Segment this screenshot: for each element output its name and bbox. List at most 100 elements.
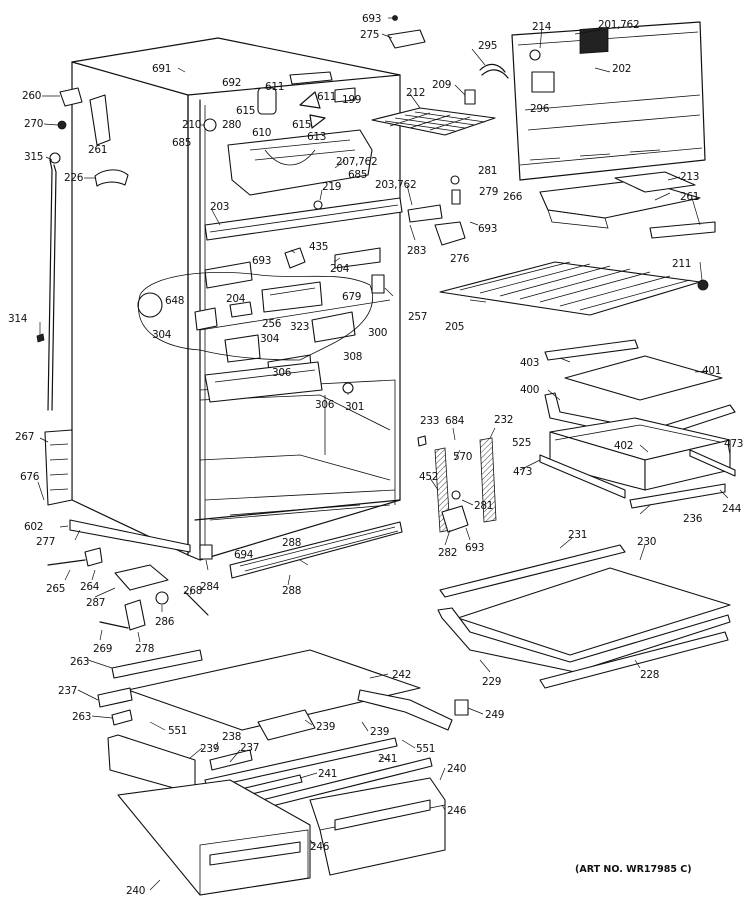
callout-label: 301	[345, 401, 364, 413]
art-number: (ART NO. WR17985 C)	[575, 864, 692, 875]
callout-label: 260	[22, 90, 41, 102]
callout-label: 283	[407, 245, 426, 257]
callout-label: 239	[316, 721, 335, 733]
shelves-right	[417, 171, 736, 689]
callout-label: 611	[265, 81, 284, 93]
callout-label: 204	[330, 263, 350, 275]
callout-label: 275	[360, 29, 379, 41]
callout-label: 648	[165, 295, 184, 307]
callout-label: 213	[680, 171, 699, 183]
callout-label: 239	[200, 743, 219, 755]
callout-label: 304	[152, 329, 172, 341]
callout-label: 473	[724, 438, 743, 450]
callout-label: 685	[348, 169, 367, 181]
callout-label: 205	[445, 321, 464, 333]
callout-label: 269	[93, 643, 112, 655]
callout-label: 203	[210, 201, 229, 213]
callout-label: 228	[640, 669, 659, 681]
callout-label: 231	[568, 529, 587, 541]
callout-label: 287	[86, 597, 105, 609]
callout-label: 270	[24, 118, 43, 130]
callout-label: 239	[370, 726, 389, 738]
callout-label: 226	[64, 172, 84, 184]
callout-label: 229	[482, 676, 501, 688]
callout-label: 306	[315, 399, 335, 411]
callout-label: 288	[282, 537, 301, 549]
callout-label: 264	[80, 581, 100, 593]
callout-label: 551	[416, 743, 435, 755]
callout-label: 402	[614, 440, 633, 452]
leader-lines	[37, 17, 731, 891]
callout-label: 256	[262, 318, 282, 330]
callout-label: 306	[272, 367, 292, 379]
callout-label: 679	[342, 291, 361, 303]
callout-label: 693	[478, 223, 497, 235]
callout-label: 263	[72, 711, 91, 723]
callout-label: 693	[465, 542, 484, 554]
callout-label: 204	[226, 293, 246, 305]
callout-label: 693	[362, 13, 381, 25]
callout-label: 282	[438, 547, 457, 559]
callout-label: 611	[317, 91, 336, 103]
callout-label: 323	[290, 321, 309, 333]
callout-label: 615	[236, 105, 255, 117]
callout-label: 281	[478, 165, 497, 177]
callout-label: 400	[520, 384, 539, 396]
callout-label: 295	[478, 40, 497, 52]
control-components	[137, 247, 385, 403]
callout-label: 286	[155, 616, 175, 628]
callout-label: 203,762	[375, 179, 416, 191]
callout-label: 435	[309, 241, 328, 253]
callout-label: 281	[474, 500, 493, 512]
callout-label: 257	[408, 311, 427, 323]
callout-label: 315	[24, 151, 43, 163]
callout-label: 236	[683, 513, 703, 525]
callout-label: 202	[612, 63, 631, 75]
callout-labels: 693 275 214 201,762 691 692 611 295 202 …	[8, 13, 743, 897]
callout-label: 240	[447, 763, 466, 775]
callout-label: 610	[252, 127, 271, 139]
callout-label: 452	[419, 471, 438, 483]
callout-label: 694	[234, 549, 254, 561]
callout-label: 277	[36, 536, 55, 548]
callout-label: 261	[680, 191, 699, 203]
callout-label: 403	[520, 357, 539, 369]
callout-label: 242	[392, 669, 411, 681]
callout-label: 201,762	[598, 19, 639, 31]
callout-label: 237	[58, 685, 77, 697]
door-panel	[511, 21, 706, 181]
callout-label: 276	[450, 253, 470, 265]
callout-label: 278	[135, 643, 154, 655]
callout-label: 249	[485, 709, 504, 721]
callout-label: 401	[702, 365, 721, 377]
callout-label: 473	[513, 466, 532, 478]
callout-label: 238	[222, 731, 241, 743]
callout-label: 267	[15, 431, 34, 443]
callout-label: 261	[88, 144, 107, 156]
callout-label: 296	[530, 103, 550, 115]
callout-label: 241	[378, 753, 397, 765]
callout-label: 266	[503, 191, 523, 203]
callout-label: 691	[152, 63, 171, 75]
top-components	[36, 15, 509, 411]
callout-label: 288	[282, 585, 301, 597]
callout-label: 284	[200, 581, 220, 593]
callout-label: 233	[420, 415, 439, 427]
callout-label: 570	[453, 451, 472, 463]
callout-label: 268	[183, 585, 202, 597]
callout-label: 551	[168, 725, 187, 737]
lower-components	[47, 521, 469, 896]
callout-label: 219	[322, 181, 341, 193]
callout-label: 244	[722, 503, 742, 515]
callout-label: 280	[222, 119, 241, 131]
callout-label: 684	[445, 415, 465, 427]
callout-label: 525	[512, 437, 531, 449]
cabinet	[44, 37, 401, 561]
callout-label: 211	[672, 258, 691, 270]
callout-label: 304	[260, 333, 280, 345]
callout-label: 232	[494, 414, 513, 426]
callout-label: 246	[310, 841, 330, 853]
callout-label: 263	[70, 656, 89, 668]
